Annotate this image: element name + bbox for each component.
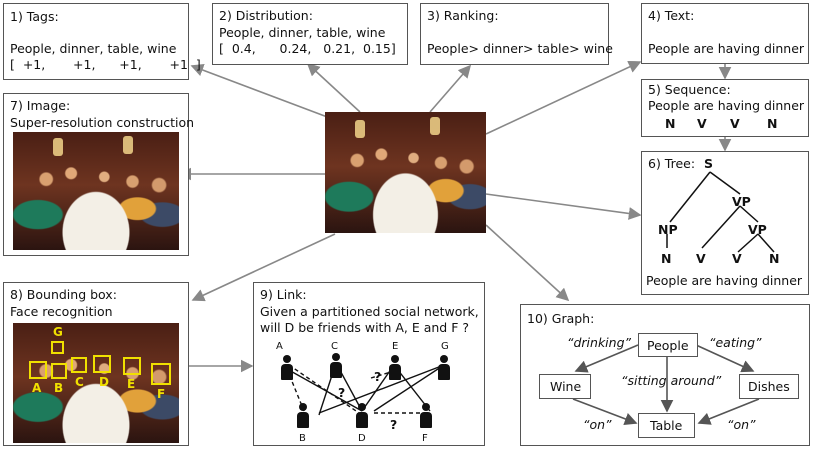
network-node-label: F: [422, 433, 428, 444]
graph-node-wine: Wine: [539, 374, 591, 399]
link-question: will D be friends with A, E and F ?: [260, 320, 470, 335]
arrow-to-graph: [485, 224, 570, 302]
tree-node: S: [704, 156, 714, 171]
tree-node: N: [661, 251, 672, 266]
tree-node: VP: [748, 222, 767, 237]
face-photo: G A B C D E F: [13, 323, 179, 443]
graph-node-label: People: [647, 338, 689, 353]
network-node-label: G: [441, 341, 449, 352]
person-icon: [420, 403, 432, 429]
edge-label: “drinking”: [567, 335, 631, 350]
arrow-to-tags: [190, 63, 331, 119]
tree-node: V: [732, 251, 742, 266]
graph-title: 10) Graph:: [527, 311, 595, 326]
person-icon: [281, 355, 293, 381]
tags-panel: 1) Tags: People, dinner, table, wine [ +…: [3, 3, 201, 80]
question-mark: ?: [338, 385, 346, 400]
graph-panel: 10) Graph: People Wine Dishes Table “dri…: [520, 304, 810, 446]
edge-label: “on”: [583, 417, 612, 432]
face-label: F: [157, 387, 166, 401]
graph-node-dishes: Dishes: [739, 374, 799, 399]
tree-node: VP: [732, 194, 751, 209]
sequence-tag: V: [730, 116, 740, 131]
tags-words: People, dinner, table, wine: [10, 41, 177, 56]
network-node-label: C: [331, 341, 338, 352]
edge-label: “sitting around”: [621, 373, 722, 388]
bbox-subtitle: Face recognition: [10, 304, 113, 319]
link-panel: 9) Link: Given a partitioned social netw…: [253, 282, 485, 446]
tags-values: [ +1, +1, +1, +1 ]: [10, 57, 201, 72]
arrow-to-tree: [485, 193, 642, 220]
text-content: People are having dinner: [648, 41, 805, 56]
link-title: 9) Link:: [260, 287, 307, 302]
tree-edges: [666, 171, 775, 253]
edge-label: “on”: [727, 417, 756, 432]
arrow-to-bbox: [191, 233, 336, 302]
person-icon: [389, 355, 401, 381]
sequence-text: People are having dinner: [648, 98, 805, 113]
text-title: 4) Text:: [648, 8, 695, 23]
image-subtitle: Super-resolution construction: [10, 115, 195, 130]
sequence-panel: 5) Sequence: People are having dinner N …: [641, 79, 809, 137]
graph-edges: [572, 344, 760, 425]
network-node-label: B: [299, 433, 306, 444]
tags-title: 1) Tags:: [10, 9, 59, 24]
network-node-label: D: [358, 433, 366, 444]
graph-node-label: Dishes: [748, 379, 790, 394]
sequence-tag: N: [767, 116, 778, 131]
bbox-panel: 8) Bounding box: Face recognition G A B …: [3, 282, 189, 446]
network-node-label: E: [392, 341, 399, 352]
person-icon: [297, 403, 309, 429]
tree-panel: 6) Tree: S VP NP VP N V V N People are h…: [641, 151, 809, 295]
face-label: D: [99, 375, 109, 389]
ranking-title: 3) Ranking:: [427, 8, 499, 23]
tree-node: NP: [658, 222, 678, 237]
center-dinner-photo: [325, 112, 486, 233]
ranking-text: People> dinner> table> wine: [427, 41, 613, 56]
sequence-title: 5) Sequence:: [648, 82, 731, 97]
distribution-title: 2) Distribution:: [219, 8, 313, 23]
tree-node: N: [769, 251, 780, 266]
face-label: B: [54, 381, 64, 395]
bbox-title: 8) Bounding box:: [10, 287, 117, 302]
graph-node-table: Table: [638, 413, 695, 438]
distribution-values: [ 0.4, 0.24, 0.21, 0.15]: [219, 41, 396, 56]
distribution-words: People, dinner, table, wine: [219, 25, 386, 40]
edge-label: “eating”: [709, 335, 762, 350]
face-label: C: [75, 375, 84, 389]
tree-sentence: People are having dinner: [646, 273, 803, 288]
tree-title: 6) Tree:: [648, 156, 696, 171]
question-mark: ?: [390, 417, 398, 432]
network-node-label: A: [276, 341, 283, 352]
arrow-to-distribution: [306, 62, 361, 113]
face-label: A: [32, 381, 42, 395]
image-title: 7) Image:: [10, 98, 71, 113]
ranking-panel: 3) Ranking: People> dinner> table> wine: [420, 3, 613, 65]
image-panel: 7) Image: Super-resolution construction: [3, 93, 194, 256]
person-icon: [330, 353, 342, 379]
distribution-panel: 2) Distribution: People, dinner, table, …: [212, 3, 408, 65]
link-question: Given a partitioned social network,: [260, 304, 479, 319]
person-icon: [356, 403, 368, 429]
person-icon: [438, 355, 450, 381]
graph-node-label: Wine: [550, 379, 582, 394]
sequence-tag: N: [665, 116, 676, 131]
face-label: G: [53, 325, 63, 339]
arrow-to-ranking: [429, 64, 472, 113]
tree-node: V: [696, 251, 706, 266]
question-mark: ?: [374, 369, 382, 384]
graph-node-people: People: [638, 333, 698, 357]
arrow-to-text: [485, 60, 642, 135]
sequence-tag: V: [697, 116, 707, 131]
text-panel: 4) Text: People are having dinner: [641, 3, 809, 64]
face-label: E: [127, 377, 136, 391]
dinner-photo: [13, 132, 179, 250]
graph-node-label: Table: [650, 418, 683, 433]
